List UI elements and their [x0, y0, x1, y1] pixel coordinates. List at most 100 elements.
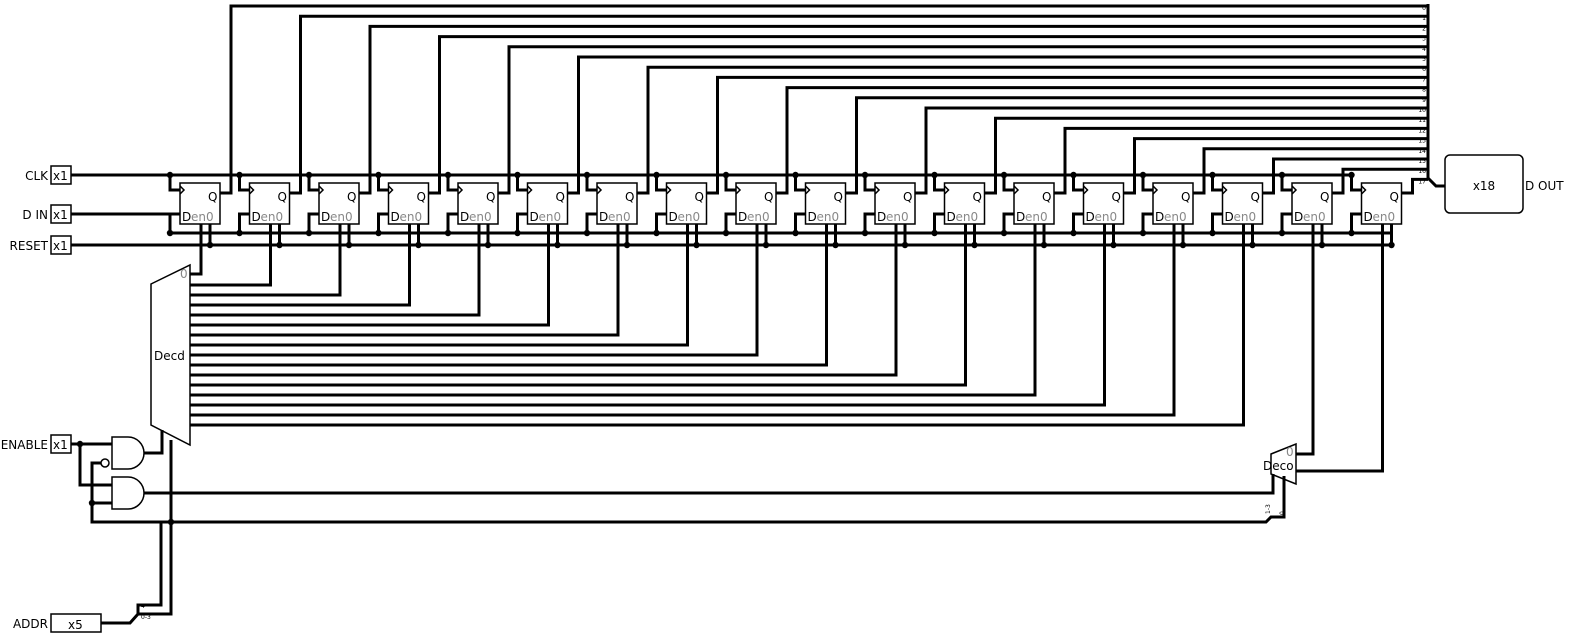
d-flip-flop[interactable]	[526, 182, 569, 225]
d-flip-flop[interactable]	[248, 182, 291, 225]
wire-junction	[722, 171, 730, 179]
decoder-main[interactable]: Decd 0	[150, 263, 191, 447]
clock-triangle-icon	[526, 185, 533, 195]
decoder-small-output-wire	[1296, 224, 1315, 456]
addr-low-bus	[171, 476, 1286, 524]
wire-junction	[1318, 241, 1326, 249]
and-gate-2-body[interactable]	[111, 476, 145, 510]
clk-branch	[238, 175, 250, 192]
flip-flop-d-label: D	[808, 210, 817, 224]
din-branch	[1141, 212, 1153, 233]
wire-junction	[305, 171, 313, 179]
decoder-output-wire	[190, 224, 759, 357]
clk-branch	[446, 175, 458, 192]
decoder-main-output0: 0	[180, 267, 188, 281]
output-bit-label: 16	[1418, 168, 1426, 175]
din-branch	[307, 212, 319, 233]
clock-triangle-icon	[179, 185, 186, 195]
flip-flop-d-label: D	[877, 210, 886, 224]
output-bit-label: 9	[1422, 97, 1426, 104]
clk-branch	[794, 175, 806, 192]
wire-junction	[375, 171, 382, 179]
decoder-output-wire	[190, 224, 272, 287]
clk-branch	[585, 175, 597, 192]
din-branch	[794, 212, 806, 233]
clk-branch	[1350, 175, 1362, 192]
flip-flop-en-label: en0	[539, 210, 562, 224]
decoder-small-body[interactable]	[1270, 442, 1297, 486]
wire-junction	[861, 171, 869, 179]
clk-branch	[1002, 175, 1014, 192]
d-flip-flop[interactable]	[387, 182, 430, 225]
q-output-wire	[498, 45, 1428, 195]
output-bit-label: 7	[1422, 76, 1426, 83]
d-flip-flop[interactable]	[179, 182, 221, 225]
wire-junction	[971, 241, 978, 249]
q-output-wire	[1123, 137, 1428, 195]
decoder-small[interactable]: Deco 0	[1263, 442, 1297, 486]
output-bit-label: 2	[1422, 25, 1426, 32]
and-gate-1-body[interactable]	[111, 436, 145, 470]
flip-flop-d-label: D	[182, 210, 191, 224]
clock-triangle-icon	[874, 185, 881, 195]
wire-junction	[931, 229, 938, 237]
flip-flop-q-label: Q	[1181, 190, 1190, 204]
q-output-wire	[637, 65, 1428, 195]
wire-junction	[1209, 229, 1216, 237]
d-flip-flop[interactable]	[1221, 182, 1264, 225]
flip-flop-d-label: D	[391, 210, 400, 224]
flip-flop-q-label: Q	[278, 190, 287, 204]
addr-splitter-hi	[101, 522, 163, 625]
din-branch	[1350, 212, 1362, 233]
pin-clk-label: CLK	[25, 169, 49, 183]
pin-dout-label: D OUT	[1525, 179, 1564, 193]
d-flip-flop[interactable]	[1082, 182, 1125, 225]
decoder-small-enable-wire	[144, 474, 1275, 495]
pin-enable[interactable]: ENABLE x1	[1, 434, 72, 454]
wire-junction	[762, 241, 770, 249]
clk-branch	[307, 175, 319, 192]
d-flip-flop[interactable]	[596, 182, 638, 225]
d-flip-flop[interactable]	[318, 182, 360, 225]
flip-flop-en-label: en0	[191, 210, 214, 224]
flip-flop-en-label: en0	[469, 210, 492, 224]
flip-flop-q-label: Q	[1251, 190, 1260, 204]
wire-junction	[653, 171, 660, 179]
wire-junction	[792, 229, 799, 237]
d-flip-flop[interactable]	[735, 182, 777, 225]
wire-junction	[305, 229, 313, 237]
din-branch	[1002, 212, 1014, 233]
decoder-output-wire	[190, 224, 898, 377]
din-branch	[863, 212, 875, 233]
and-gate-small-enable[interactable]	[111, 476, 145, 510]
pin-dout-width: x18	[1473, 179, 1495, 193]
decoder-output-wire	[190, 224, 550, 327]
decoder-main-body[interactable]	[150, 263, 191, 447]
pin-dout[interactable]: x18 D OUT	[1444, 154, 1564, 214]
decoder-output-wire	[190, 224, 1245, 427]
pin-din[interactable]: D IN x1	[22, 204, 72, 224]
wire-junction	[444, 229, 452, 237]
decoder-output-wire	[190, 224, 1176, 417]
decoder-output-wire	[190, 224, 967, 387]
decoder-output-wire	[190, 224, 1037, 397]
flip-flop-d-label: D	[460, 210, 469, 224]
pin-clk[interactable]: CLK x1	[25, 165, 72, 185]
q-output-wire	[1401, 177, 1428, 195]
flip-flop-d-label: D	[947, 210, 956, 224]
pin-addr[interactable]: ADDR x5	[13, 613, 102, 633]
flip-flop-en-label: en0	[817, 210, 840, 224]
output-bit-label: 10	[1418, 107, 1426, 114]
pin-dout-box[interactable]	[1444, 154, 1524, 214]
clock-triangle-icon	[1082, 185, 1089, 195]
pin-reset[interactable]: RESET x1	[10, 235, 72, 255]
clock-triangle-icon	[387, 185, 394, 195]
d-flip-flop[interactable]	[1360, 182, 1403, 225]
and-gate-decoder-enable[interactable]	[100, 436, 145, 470]
d-flip-flop[interactable]	[1291, 182, 1333, 225]
flip-flop-en-label: en0	[1095, 210, 1118, 224]
output-bit-label: 13	[1418, 138, 1426, 145]
d-flip-flop[interactable]	[943, 182, 986, 225]
output-bit-label: 5	[1422, 56, 1426, 63]
pin-enable-label: ENABLE	[1, 438, 48, 452]
